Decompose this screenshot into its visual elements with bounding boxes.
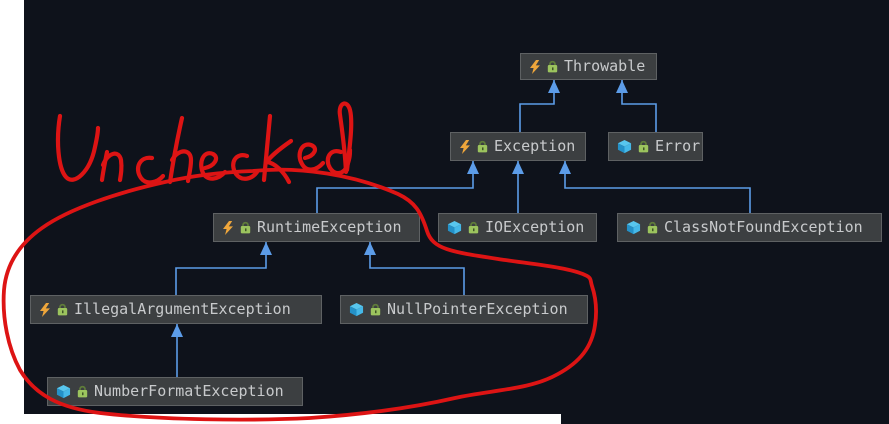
class-node-throwable[interactable]: Throwable [520,53,657,80]
class-name-label: Exception [494,137,576,155]
class-name-label: ClassNotFoundException [664,218,863,236]
lock-icon [57,303,68,316]
class-node-class-not-found-exception[interactable]: ClassNotFoundException [617,213,882,242]
lock-icon [370,303,381,316]
class-node-illegal-argument-exception[interactable]: IllegalArgumentException [30,295,322,324]
class-name-label: IllegalArgumentException [74,300,291,318]
class-node-number-format-exception[interactable]: NumberFormatException [47,377,303,406]
lock-icon [647,221,658,234]
class-node-runtime-exception[interactable]: RuntimeException [213,213,420,242]
lock-icon [477,140,488,153]
class-name-label: Error [655,137,701,155]
class-name-label: NumberFormatException [94,382,284,400]
lock-icon [240,221,251,234]
class-icon [617,139,632,154]
class-node-io-exception[interactable]: IOException [438,213,597,242]
class-name-label: NullPointerException [387,300,568,318]
class-icon [349,302,364,317]
lock-icon [638,140,649,153]
class-icon [626,220,641,235]
class-icon [56,384,71,399]
class-node-null-pointer-exception[interactable]: NullPointerException [340,295,588,324]
exception-class-icon [459,139,471,154]
class-name-label: IOException [485,218,585,236]
class-name-label: Throwable [564,57,646,75]
exception-class-icon [222,220,234,235]
class-name-label: RuntimeException [257,218,402,236]
lock-icon [547,60,558,73]
exception-class-icon [529,59,541,74]
exception-class-icon [39,302,51,317]
lock-icon [77,385,88,398]
page-background-strip [0,414,561,424]
class-node-error[interactable]: Error [608,132,703,161]
lock-icon [468,221,479,234]
class-icon [447,220,462,235]
class-node-exception[interactable]: Exception [450,132,586,161]
